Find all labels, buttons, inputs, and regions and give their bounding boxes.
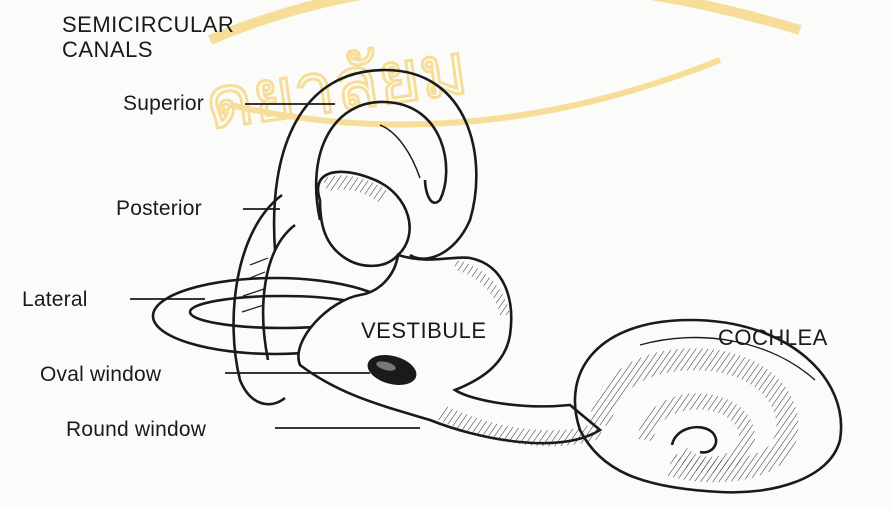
ampulla xyxy=(318,172,410,266)
label-posterior: Posterior xyxy=(116,198,202,220)
label-lateral: Lateral xyxy=(22,289,88,311)
watermark-text: ดยาลัยม xyxy=(200,26,472,146)
label-round-window: Round window xyxy=(66,419,206,441)
heading-canals: CANALS xyxy=(62,39,153,61)
heading-semicircular: SEMICIRCULAR xyxy=(62,14,234,36)
label-oval-window: Oval window xyxy=(40,364,161,386)
label-superior: Superior xyxy=(123,93,204,115)
watermark-seal: ดยาลัยม xyxy=(200,0,800,146)
label-cochlea: COCHLEA xyxy=(718,327,828,349)
label-vestibule: VESTIBULE xyxy=(361,320,487,342)
